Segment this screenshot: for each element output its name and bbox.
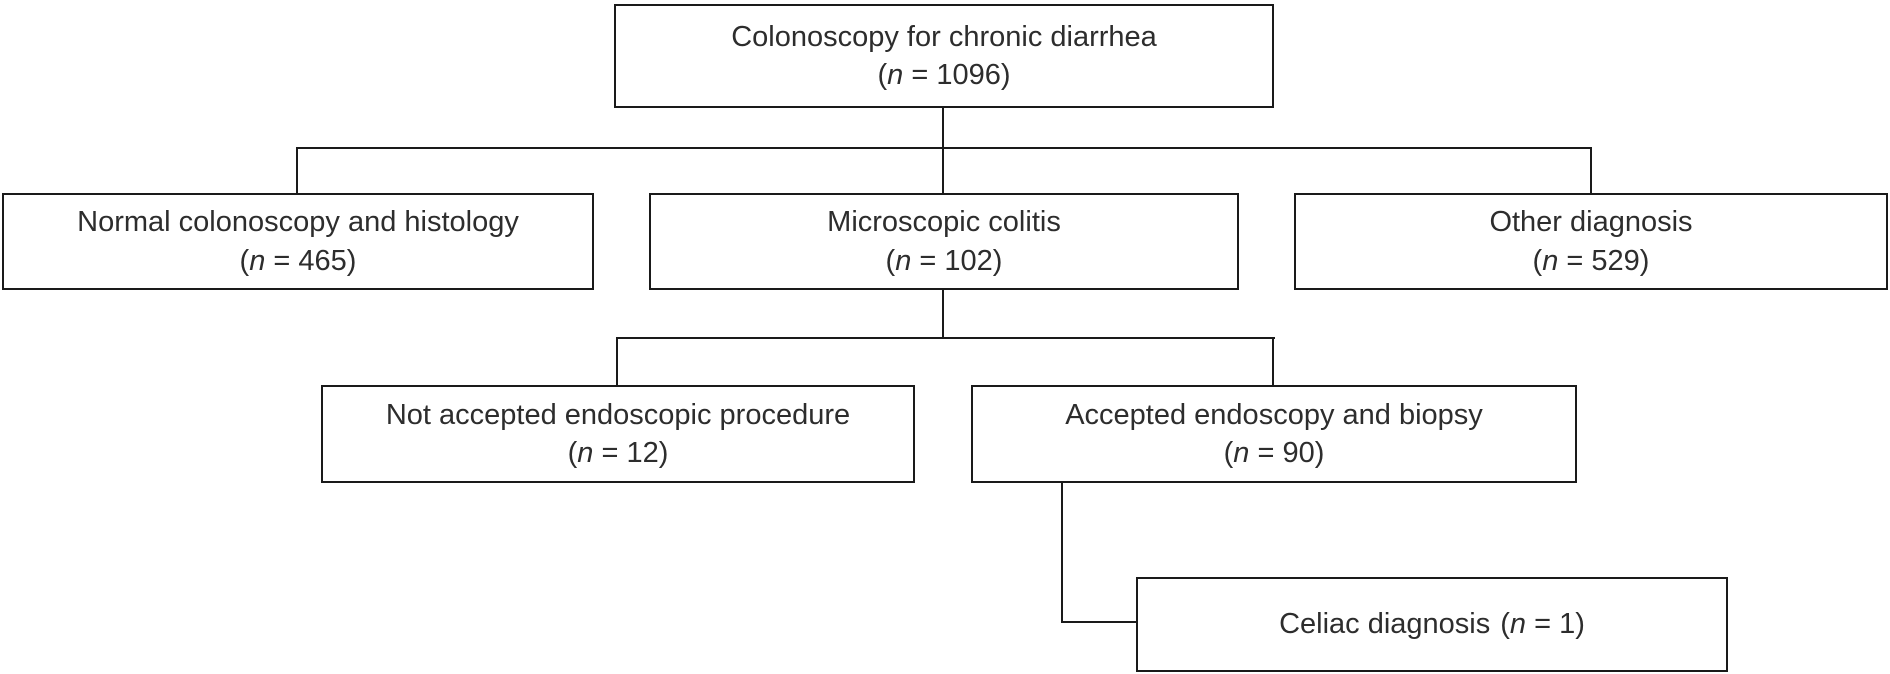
open-paren: (	[885, 244, 896, 277]
n-value: 1	[1559, 608, 1576, 641]
n-value: 12	[626, 437, 659, 469]
close-paren: )	[992, 244, 1003, 277]
n-symbol: n	[887, 59, 904, 91]
equals-sign: =	[1249, 437, 1283, 469]
connector-root-down	[942, 106, 944, 149]
connector-to-not-accepted	[616, 337, 618, 385]
equals-sign: =	[265, 244, 299, 277]
node-count: (n = 1096)	[877, 56, 1010, 94]
n-symbol: n	[1509, 608, 1527, 641]
n-value: 1096	[936, 59, 1001, 91]
equals-sign: =	[903, 59, 937, 91]
node-normal-colonoscopy: Normal colonoscopy and histology (n = 46…	[2, 193, 594, 290]
n-value: 102	[944, 244, 993, 277]
connector-to-microscopic	[942, 147, 944, 193]
n-value: 529	[1591, 244, 1640, 277]
node-count: (n = 90)	[1224, 434, 1325, 472]
open-paren: (	[1532, 244, 1543, 277]
n-value: 465	[298, 244, 347, 277]
node-count: (n = 102)	[886, 242, 1003, 280]
node-label: Other diagnosis	[1489, 206, 1693, 239]
node-label: Normal colonoscopy and histology	[77, 206, 519, 239]
close-paren: )	[1639, 244, 1650, 277]
equals-sign: =	[1526, 608, 1560, 641]
close-paren: )	[1000, 59, 1011, 91]
close-paren: )	[1314, 437, 1325, 469]
connector-microscopic-down	[942, 289, 944, 339]
node-count: (n = 1)	[1500, 605, 1585, 643]
close-paren: )	[346, 244, 357, 277]
node-label: Not accepted endoscopic procedure	[385, 398, 851, 431]
equals-sign: =	[911, 244, 945, 277]
n-symbol: n	[1233, 437, 1250, 469]
connector-to-accepted	[1272, 337, 1274, 385]
n-symbol: n	[577, 437, 594, 469]
node-not-accepted-procedure: Not accepted endoscopic procedure (n = 1…	[321, 385, 915, 483]
open-paren: (	[877, 59, 888, 91]
node-label: Celiac diagnosis	[1279, 608, 1491, 641]
connector-to-celiac	[1061, 621, 1139, 623]
connector-row3-horizontal	[616, 337, 1275, 339]
node-count: (n = 12)	[568, 434, 669, 472]
node-count: (n = 465)	[240, 242, 357, 280]
connector-row2-horizontal	[296, 147, 1592, 149]
node-count: (n = 529)	[1533, 242, 1650, 280]
node-accepted-endoscopy: Accepted endoscopy and biopsy (n = 90)	[971, 385, 1577, 483]
equals-sign: =	[593, 437, 627, 469]
connector-accepted-down-elbow	[1061, 482, 1063, 623]
node-colonoscopy-root: Colonoscopy for chronic diarrhea (n = 10…	[614, 4, 1274, 108]
equals-sign: =	[1558, 244, 1592, 277]
node-label: Colonoscopy for chronic diarrhea	[731, 20, 1157, 53]
close-paren: )	[658, 437, 669, 469]
open-paren: (	[1500, 608, 1510, 641]
node-label: Accepted endoscopy and biopsy	[1065, 398, 1483, 431]
node-celiac-diagnosis: Celiac diagnosis (n = 1)	[1136, 577, 1728, 672]
open-paren: (	[239, 244, 250, 277]
open-paren: (	[1223, 437, 1234, 469]
node-microscopic-colitis: Microscopic colitis (n = 102)	[649, 193, 1239, 290]
close-paren: )	[1575, 608, 1585, 641]
n-symbol: n	[1542, 244, 1559, 277]
node-other-diagnosis: Other diagnosis (n = 529)	[1294, 193, 1888, 290]
n-symbol: n	[895, 244, 912, 277]
connector-to-other	[1590, 147, 1592, 193]
n-symbol: n	[249, 244, 266, 277]
node-label: Microscopic colitis	[827, 206, 1061, 239]
open-paren: (	[567, 437, 578, 469]
connector-to-normal	[296, 147, 298, 193]
n-value: 90	[1282, 437, 1315, 469]
